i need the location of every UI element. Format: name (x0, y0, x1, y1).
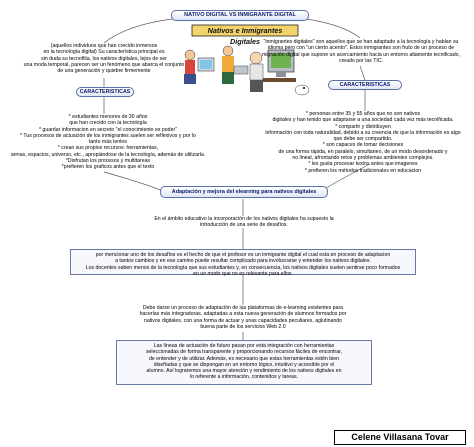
challenge-text: por mencionar uno de los desafíos es el … (70, 249, 416, 277)
link-left-adapt (103, 171, 166, 193)
process-text: Debe darse un proceso de adaptación de l… (139, 305, 347, 330)
characteristics-left-text: * estudiantes menores de 30 años que han… (10, 114, 206, 171)
intro-text: En el ámbito educativo la incorporación … (154, 216, 334, 229)
computer-users-illustration (184, 24, 310, 96)
author-name: Celene Villasana Tovar (334, 430, 466, 445)
adaptation-label: Adaptación y mejora del elearning para n… (160, 186, 328, 198)
illustration: Nativos e Inmigrantes Digitales (176, 20, 314, 100)
characteristics-left-label: CARACTERISTICAS (76, 87, 134, 97)
characteristics-right-text: * personas entre 35 y 55 años que no son… (265, 111, 461, 174)
native-definition: (aquellos individuos que han crecido inm… (23, 43, 185, 75)
link-immigrant-char (359, 65, 366, 81)
characteristics-right-label: CARACTERISTICAS (328, 80, 402, 90)
immigrant-definition: "inmigrantes digitales" son aquellos que… (262, 39, 460, 64)
illustration-caption: Nativos e Inmigrantes Digitales (207, 26, 283, 46)
map-title: NATIVO DIGITAL VS INMIGRANTE DIGITAL (171, 10, 309, 21)
future-text: Las líneas de actuación de futuro pasan … (116, 340, 372, 385)
